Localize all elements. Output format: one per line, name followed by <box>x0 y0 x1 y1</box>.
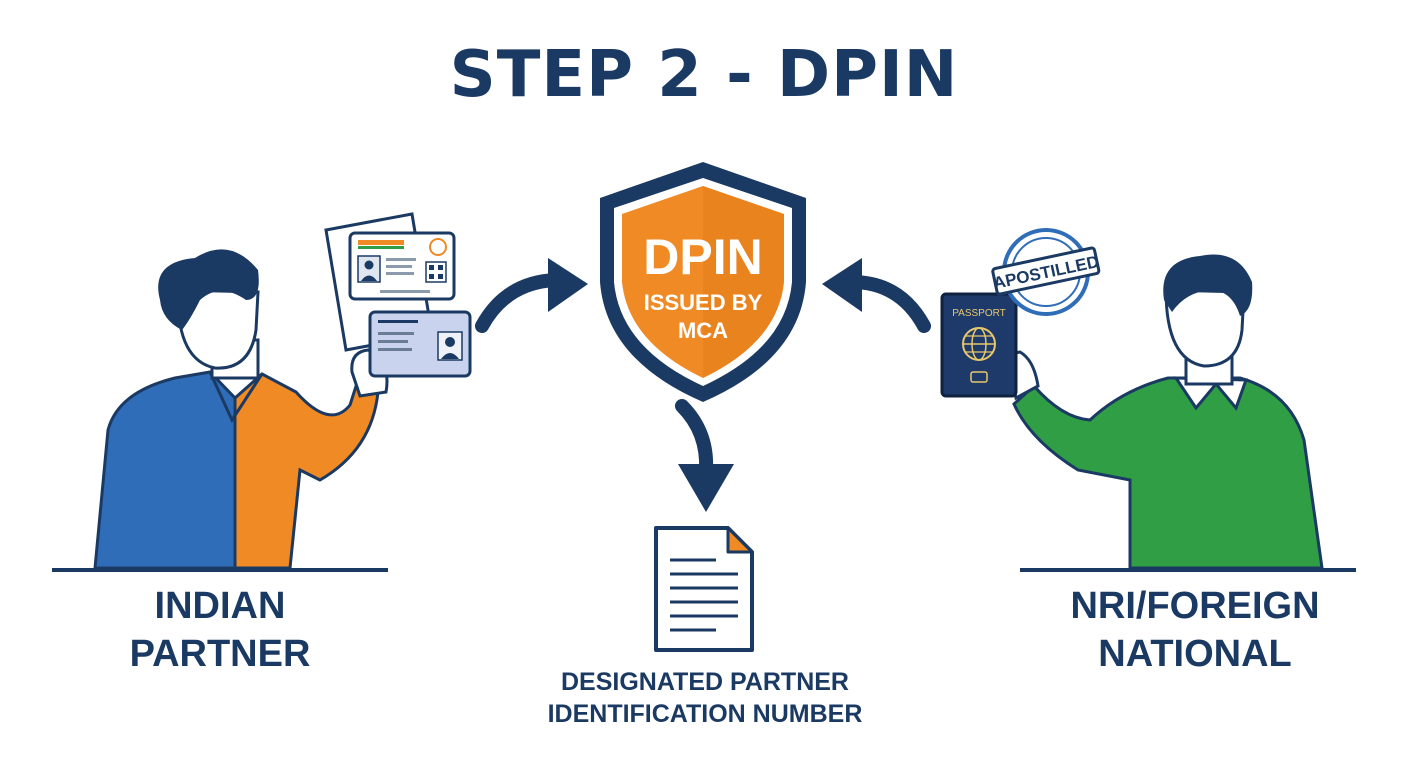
arrow-shield-to-document <box>675 399 734 512</box>
document-label: DESIGNATED PARTNER IDENTIFICATION NUMBER <box>470 666 940 730</box>
left-collar <box>208 371 264 424</box>
foreign-national-label-line1: NRI/FOREIGN <box>1070 585 1320 627</box>
apostille-stamp: APOSTILLED <box>991 228 1101 316</box>
passport-text: PASSPORT <box>952 308 1006 319</box>
left-shirt-blue <box>93 370 237 570</box>
right-sweater <box>1012 376 1324 570</box>
document-label-line1: DESIGNATED PARTNER <box>561 668 849 696</box>
indian-partner-label-line1: INDIAN <box>154 585 286 627</box>
left-shirt-orange <box>233 372 380 570</box>
emblem-icon <box>429 238 447 256</box>
arrow-left-to-shield <box>475 258 588 333</box>
left-hair <box>158 249 259 330</box>
shield-inner <box>622 186 784 378</box>
shield-line1: ISSUED BY <box>644 290 763 315</box>
document-label-line2: IDENTIFICATION NUMBER <box>547 700 863 728</box>
shield-line2: MCA <box>678 318 728 343</box>
passport-icon <box>940 292 1018 398</box>
passport: PASSPORT <box>940 292 1018 398</box>
right-hair <box>1163 254 1253 316</box>
right-face <box>1164 288 1246 368</box>
chip-icon <box>970 371 988 383</box>
page-title: STEP 2 - DPIN <box>449 38 959 112</box>
dpin-document <box>654 526 754 652</box>
shield-heading: DPIN <box>643 229 762 285</box>
arrow-right-to-shield <box>822 258 931 333</box>
foreign-national-label-line2: NATIONAL <box>1098 633 1292 675</box>
indian-partner-figure <box>52 249 389 572</box>
foreign-national-label: NRI/FOREIGN NATIONAL <box>1040 582 1350 678</box>
foreign-national-figure <box>1007 254 1356 572</box>
indian-partner-label: INDIAN PARTNER <box>80 582 360 678</box>
left-id-documents <box>324 212 472 378</box>
dpin-shield: DPIN ISSUED BY MCA <box>600 162 806 402</box>
indian-partner-label-line2: PARTNER <box>129 633 311 675</box>
